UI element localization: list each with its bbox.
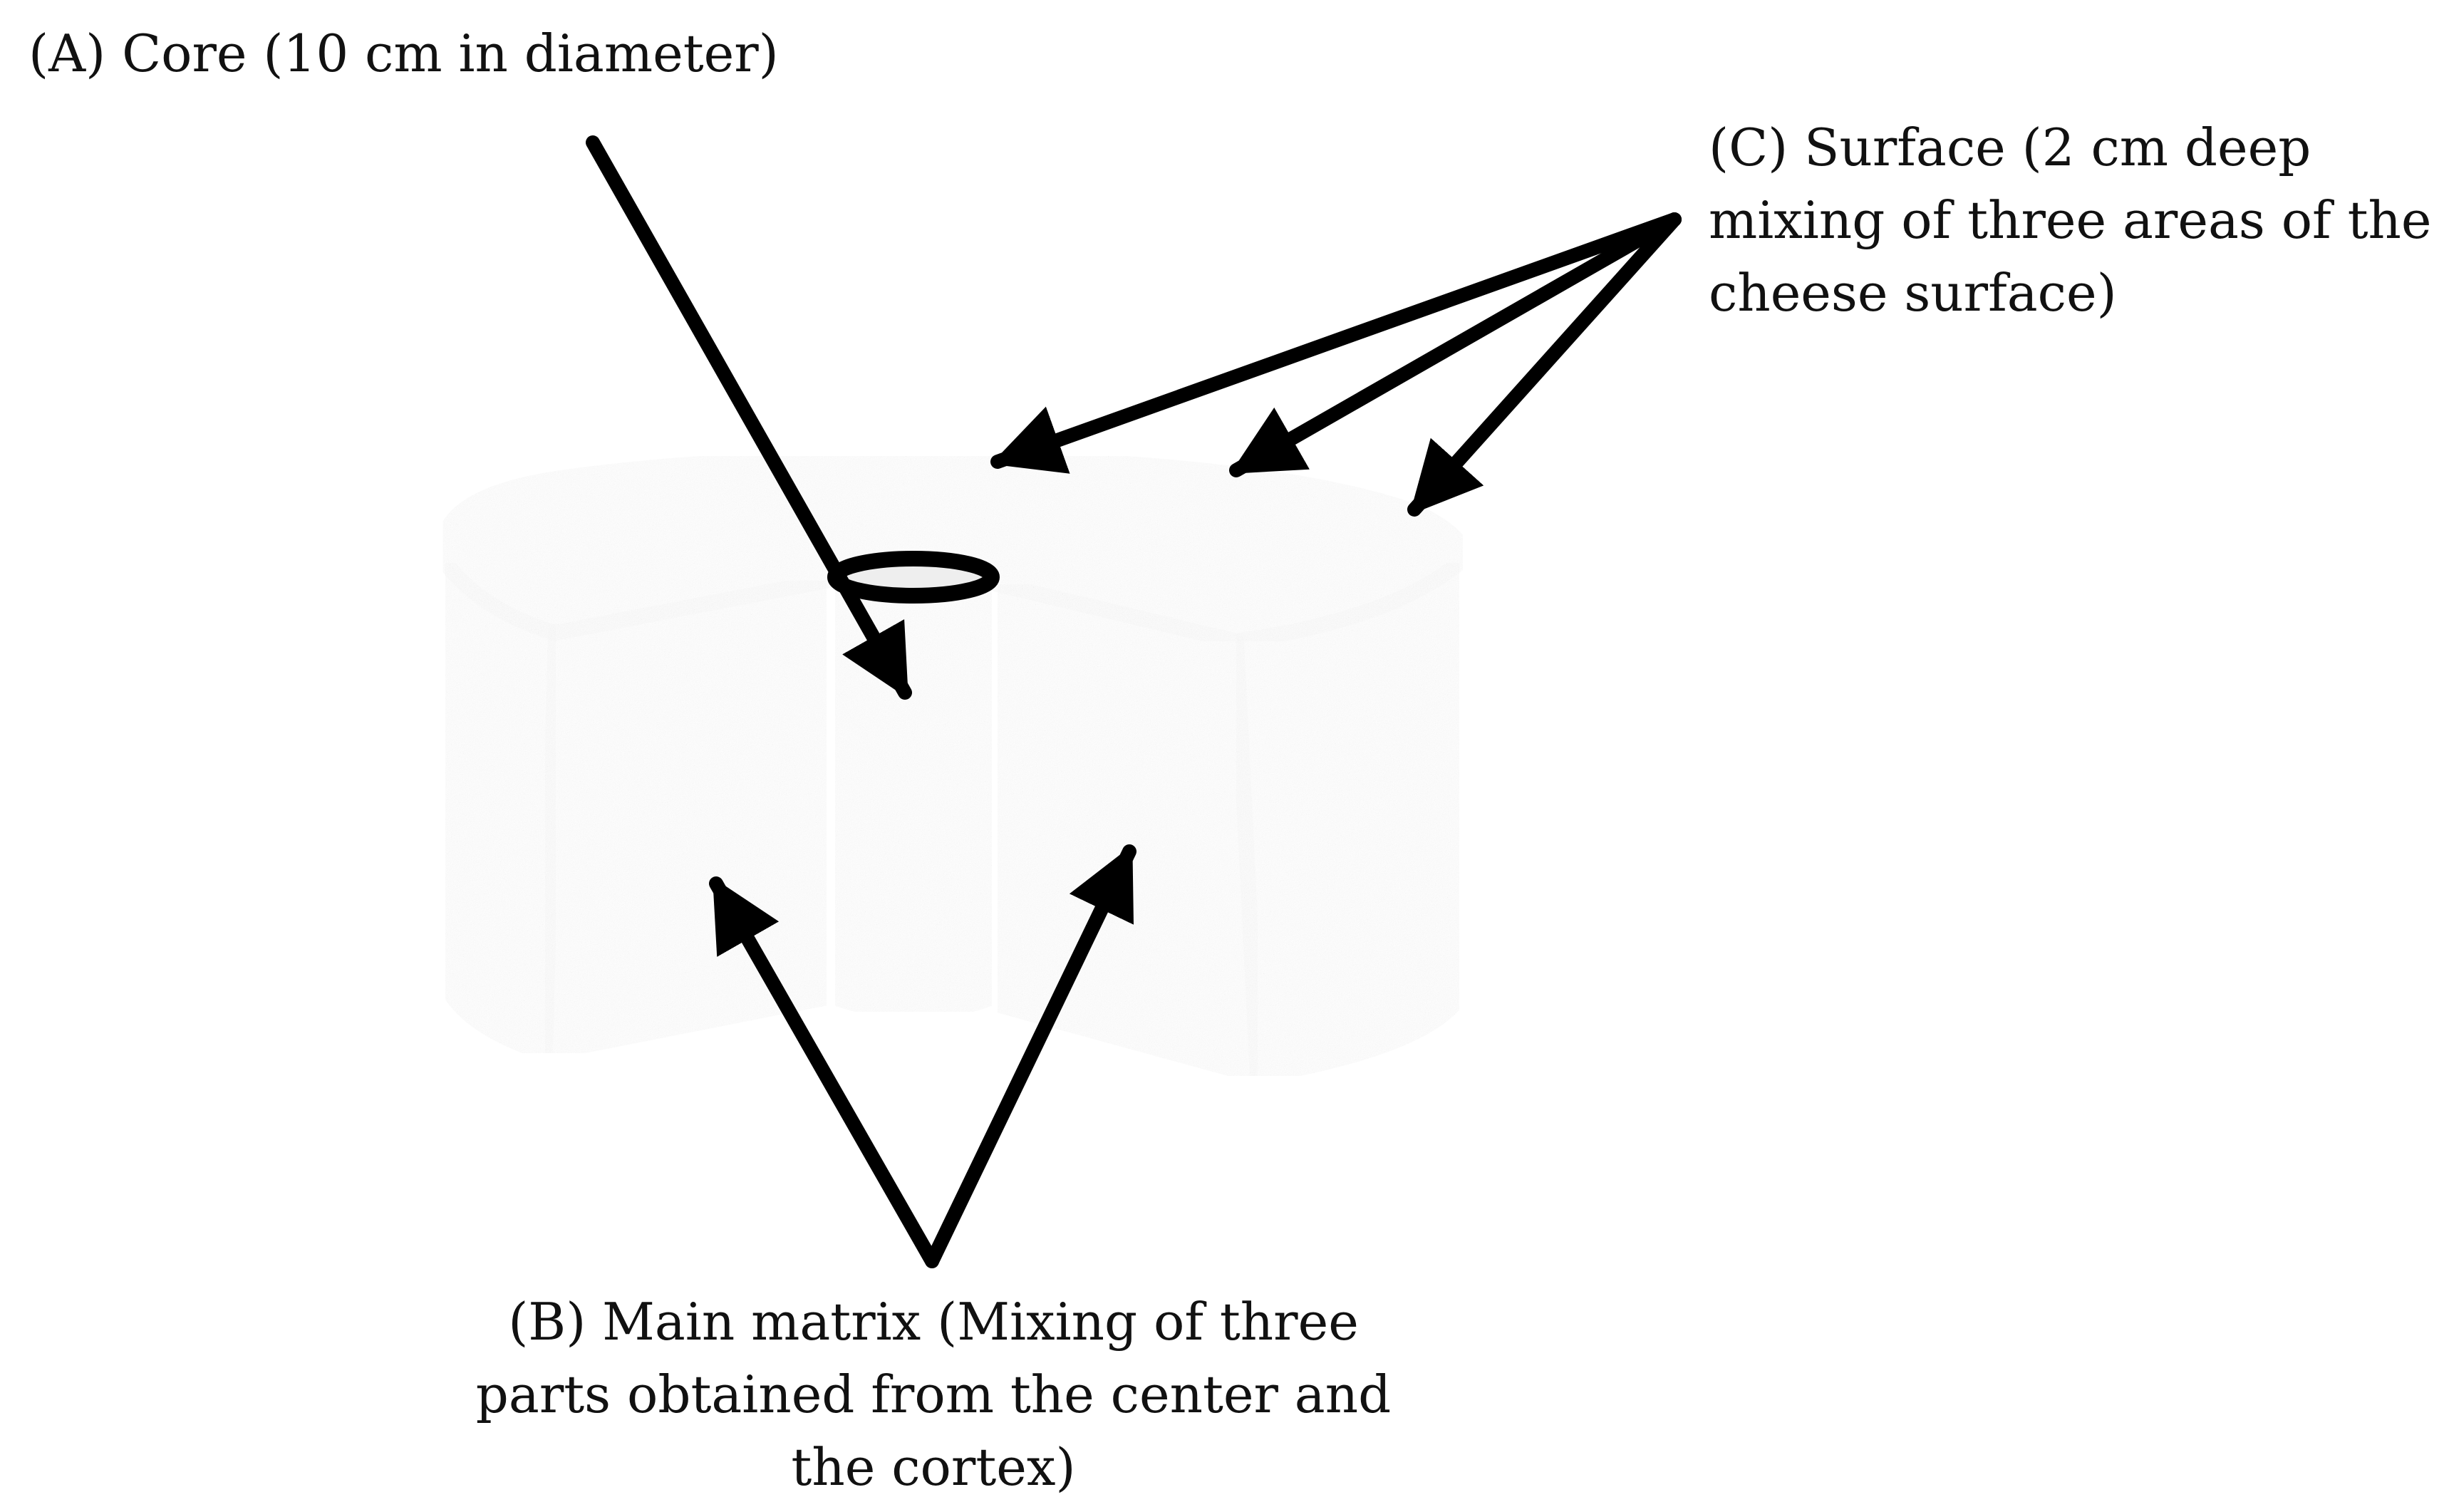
arrow-core xyxy=(586,135,912,700)
arrow-matrix-left xyxy=(709,876,939,1268)
top-surface xyxy=(435,448,1471,649)
label-surface: (C) Surface (2 cm deep mixing of three a… xyxy=(1709,111,2432,329)
label-core-text: (A) Core (10 cm in diameter) xyxy=(29,24,779,83)
arrow-surface-2 xyxy=(1229,212,1682,477)
label-main-matrix: (B) Main matrix (Mixing of three parts o… xyxy=(371,1285,1496,1503)
label-surface-line-2: mixing of three areas of the xyxy=(1709,190,2432,250)
left-cut-face xyxy=(537,573,834,1061)
arrow-surface-1 xyxy=(990,212,1682,474)
cheese-wheel xyxy=(435,448,1471,1084)
label-matrix-line-1: (B) Main matrix (Mixing of three xyxy=(508,1292,1359,1352)
label-matrix-line-3: the cortex) xyxy=(791,1437,1076,1497)
arrow-surface-3 xyxy=(1407,212,1682,517)
label-surface-line-3: cheese surface) xyxy=(1709,263,2117,323)
arrow-matrix-right xyxy=(925,844,1136,1268)
core-cylinder xyxy=(827,569,1000,1020)
label-matrix-line-2: parts obtained from the center and xyxy=(475,1365,1392,1424)
core-top xyxy=(827,551,1000,604)
label-surface-line-1: (C) Surface (2 cm deep xyxy=(1709,118,2311,177)
right-cut-face xyxy=(990,576,1265,1084)
label-core: (A) Core (10 cm in diameter) xyxy=(29,17,779,90)
arrows xyxy=(586,135,1682,1268)
